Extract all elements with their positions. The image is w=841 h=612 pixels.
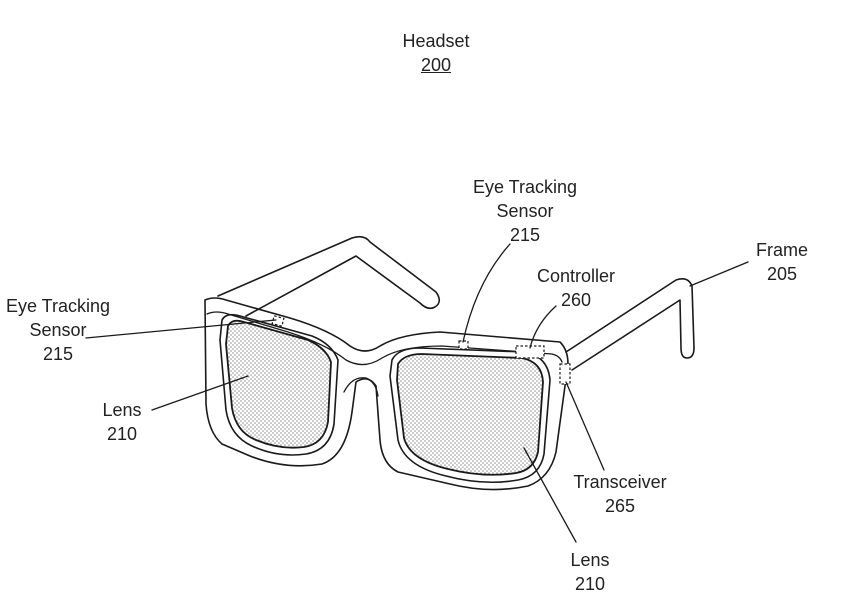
leader-lens-bottom — [523, 447, 577, 543]
right-lens-rim — [389, 347, 551, 484]
figure-title-text: Headset — [402, 31, 470, 51]
callout-line: Eye Tracking — [472, 177, 578, 197]
callout-ref: 260 — [560, 290, 592, 310]
callout-line: Lens — [102, 400, 142, 420]
callout-line: Sensor — [29, 320, 87, 340]
frame-front — [204, 297, 569, 491]
callout-frame: Frame 205 — [744, 238, 820, 286]
leader-controller — [529, 305, 557, 349]
callout-line: Frame — [755, 240, 808, 260]
right-lens — [396, 353, 544, 476]
callout-ref: 215 — [509, 225, 541, 245]
callout-eye-tracking-sensor-left: Eye Tracking Sensor 215 — [0, 294, 118, 366]
callout-line: Controller — [536, 266, 616, 286]
leader-frame — [689, 261, 749, 287]
callout-line: Lens — [570, 550, 610, 570]
callout-ref: 215 — [42, 344, 74, 364]
figure-title: Headset 200 — [388, 29, 484, 77]
nose-bridge — [343, 377, 379, 397]
leader-transceiver — [565, 381, 605, 471]
callout-line: Sensor — [496, 201, 554, 221]
callout-line: Eye Tracking — [5, 296, 111, 316]
callout-ref: 210 — [106, 424, 138, 444]
leader-lens-left — [151, 375, 249, 411]
callout-ref: 205 — [766, 264, 798, 284]
left-temple-arm — [217, 235, 441, 317]
figure-reference-number: 200 — [420, 55, 452, 75]
right-temple-arm — [565, 278, 695, 371]
leader-eye-tracking-sensor-top — [462, 243, 511, 343]
callout-line: Transceiver — [573, 472, 667, 492]
left-lens — [225, 319, 332, 449]
callout-transceiver: Transceiver 265 — [564, 470, 676, 518]
callout-controller: Controller 260 — [526, 264, 626, 312]
callout-lens-left: Lens 210 — [92, 398, 152, 446]
frame-top-bar — [206, 311, 563, 366]
callout-lens-bottom: Lens 210 — [560, 548, 620, 596]
callout-ref: 210 — [574, 574, 606, 594]
leader-eye-tracking-sensor-left — [85, 319, 277, 339]
left-lens-rim — [219, 313, 339, 456]
transceiver-box — [559, 363, 571, 385]
callout-eye-tracking-sensor-top: Eye Tracking Sensor 215 — [455, 175, 595, 247]
callout-ref: 265 — [604, 496, 636, 516]
